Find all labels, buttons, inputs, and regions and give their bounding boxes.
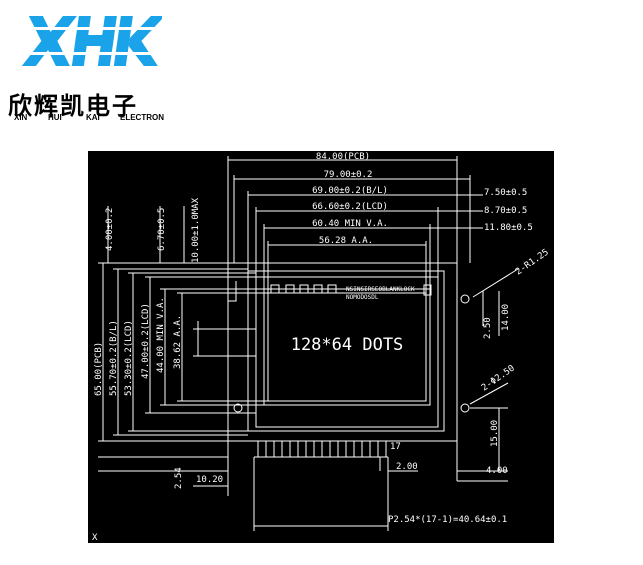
xhk-logo-slashes <box>12 27 162 55</box>
dim-aa-height: 38.62 A.A. <box>173 315 183 369</box>
drawing-lines <box>98 156 519 531</box>
callout-pin-count: 17 <box>390 442 401 452</box>
dim-pcb-height: 65.00(PCB) <box>94 342 104 396</box>
dim-bl-height: 55.70±0.2(B/L) <box>109 320 119 396</box>
dim-va-height: 44.00 MIN V.A. <box>156 297 166 373</box>
pin-row <box>257 441 387 457</box>
callout-hole-dia: 2-Φ2.50 <box>480 364 517 394</box>
pcb-notch <box>227 281 237 302</box>
brand-en-word: ELECTRON <box>120 113 164 122</box>
screen-status-bottom: NOMODOSDL <box>346 294 379 301</box>
dim-pin-2-54: 2.54 <box>174 467 184 489</box>
xhk-logo-letters <box>21 16 162 66</box>
dim-right-14-00: 14.00 <box>501 304 511 331</box>
dim-lcd-height: 53.30±0.2(LCD) <box>124 320 134 396</box>
status-icons <box>270 284 432 296</box>
viewing-area-outline <box>263 288 431 406</box>
lcd-outline <box>255 276 439 428</box>
dim-lcd-width: 66.60±0.2(LCD) <box>312 202 388 212</box>
dim-right-11-80: 11.80±0.5 <box>484 223 533 233</box>
dim-va-width: 60.40 MIN V.A. <box>312 219 388 229</box>
dim-right-7-50: 7.50±0.5 <box>484 188 527 198</box>
active-area-outline <box>267 292 427 402</box>
dim-right-2-50: 2.50 <box>483 317 493 339</box>
dim-aa-width: 56.28 A.A. <box>319 236 373 246</box>
dim-left-10-20: 10.20 <box>196 475 223 485</box>
xhk-logo-graphic <box>12 16 162 66</box>
brand-name-cn: 欣辉凯电子 <box>8 92 138 120</box>
lcd-dimension-drawing: 84.00(PCB) 79.00±0.2 69.00±0.2(B/L) 66.6… <box>88 151 554 543</box>
backlight-outline <box>247 270 445 432</box>
dim-edge-4-00: 4.00 <box>486 466 508 476</box>
screen-resolution-text: 128*64 DOTS <box>291 335 404 355</box>
mount-hole <box>233 403 243 413</box>
drawing-canvas: 84.00(PCB) 79.00±0.2 69.00±0.2(B/L) 66.6… <box>92 152 551 543</box>
brand-name-en: XIN HUI KAI ELECTRON <box>14 113 164 122</box>
brand-en-word: HUI <box>48 113 62 122</box>
brand-en-word: XIN <box>14 113 28 122</box>
dim-pin-2-00: 2.00 <box>396 462 418 472</box>
brand-en-word: KAI <box>86 113 100 122</box>
dim-79: 79.00±0.2 <box>324 170 373 180</box>
screen-status-top: NSINSIRSEOBLANKLOCK <box>346 286 415 293</box>
callout-left-x: X <box>92 533 98 543</box>
dim-top-4-00: 4.00±0.2 <box>105 208 115 251</box>
dim-right-15-00: 15.00 <box>490 420 500 447</box>
dim-top-6-70: 6.70±0.5 <box>157 208 167 251</box>
dim-bl-width: 69.00±0.2(B/L) <box>312 186 388 196</box>
dim-pcb-width: 84.00(PCB) <box>316 152 370 162</box>
mount-hole <box>460 403 470 413</box>
callout-corner-radius: 2-R1.25 <box>514 248 551 278</box>
dim-top-10-00: 10.00±1.0MAX <box>191 197 201 263</box>
dim-right-8-70: 8.70±0.5 <box>484 206 527 216</box>
mount-hole <box>460 294 470 304</box>
dim-lcd-47: 47.00±0.2(LCD) <box>141 303 151 379</box>
dim-pin-pitch: P2.54*(17-1)=40.64±0.1 <box>388 515 507 525</box>
brand-logo-block: 欣辉凯电子 XIN HUI KAI ELECTRON <box>0 0 170 130</box>
